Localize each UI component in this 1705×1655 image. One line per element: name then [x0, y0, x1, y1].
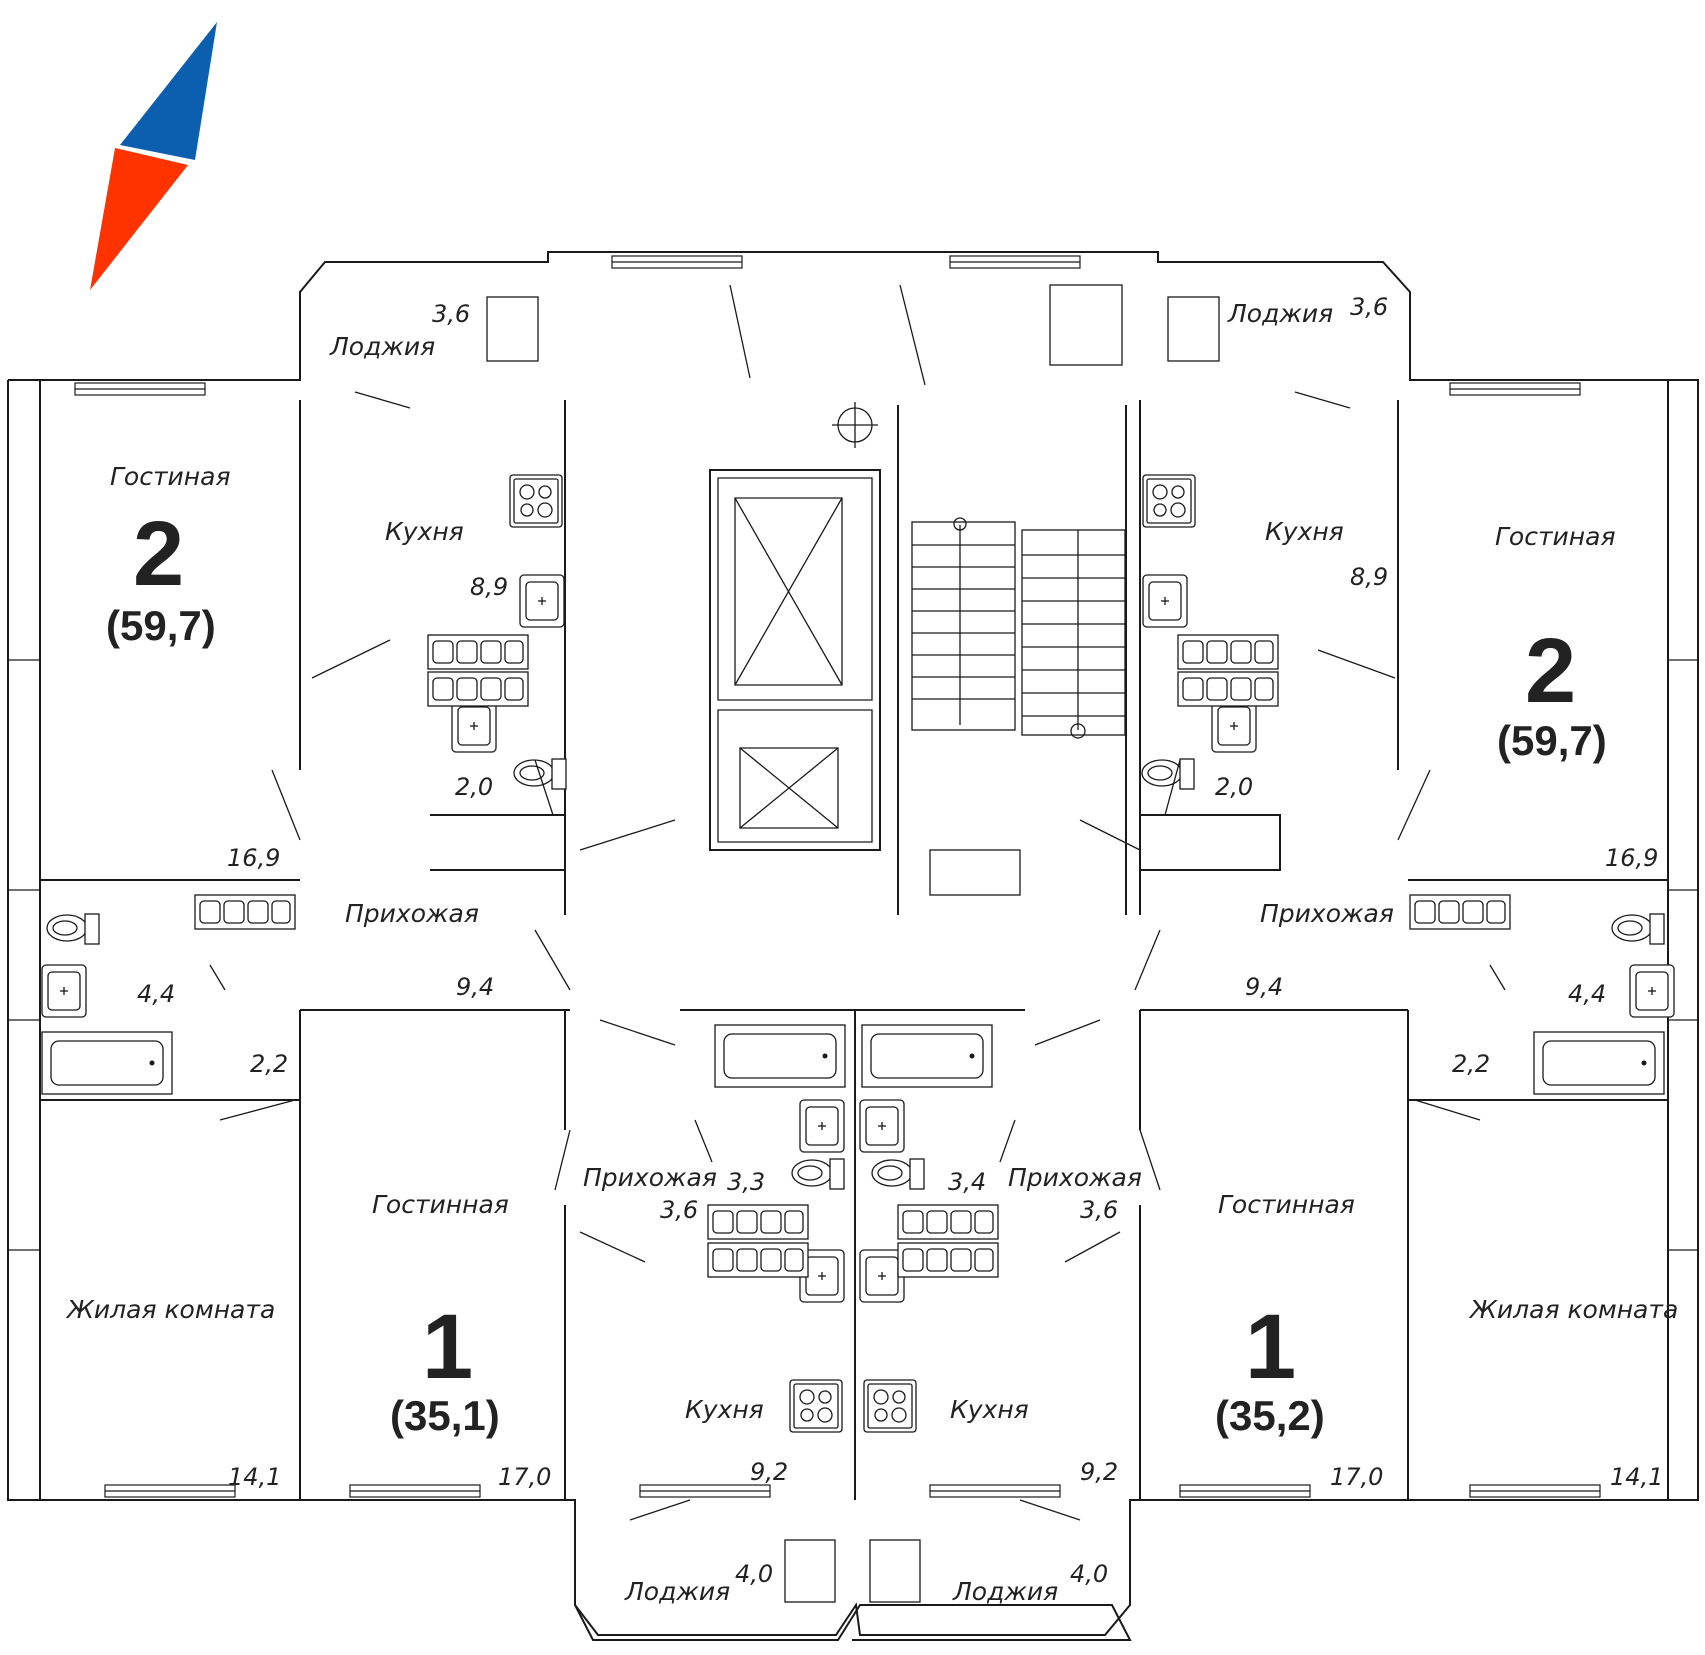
label-hall-ne: Прихожая: [1260, 899, 1394, 928]
apt-ne-total: (59,7): [1497, 717, 1607, 764]
area-ne-bedroom: 14,1: [1610, 1463, 1663, 1491]
shafts: [486, 284, 1220, 1603]
label-bedroom-sw: Жилая комната: [65, 1295, 275, 1324]
room-labels: Лоджия Лоджия Гостиная Гостиная Кухня Ку…: [65, 299, 1678, 1606]
area-values: 3,6 8,9 16,9 2,0 4,4 2,2 9,4 14,1 3,6 8,…: [137, 293, 1663, 1588]
area-nw-living: 16,9: [227, 844, 280, 872]
area-sw-loggia: 4,0: [735, 1560, 773, 1588]
apt-sw-rooms: 1: [422, 1296, 473, 1398]
label-kitchen-sw: Кухня: [685, 1395, 764, 1424]
apt-se-total: (35,2): [1215, 1392, 1325, 1439]
area-nw-loggia: 3,6: [432, 300, 470, 328]
label-living-sw: Гостинная: [372, 1190, 509, 1219]
stairs: [832, 402, 1126, 739]
building-walls: [7, 251, 1699, 1641]
label-living-nw: Гостиная: [110, 462, 230, 491]
area-ne-bath: 4,4: [1568, 980, 1606, 1008]
area-nw-closet: 2,2: [250, 1050, 288, 1078]
area-nw-kitchen: 8,9: [470, 573, 508, 601]
label-loggia-nw: Лоджия: [329, 332, 435, 361]
apartment-markers: 2 (59,7) 2 (59,7) 1 (35,1) 1 (35,2): [106, 503, 1607, 1439]
compass-north: [120, 22, 217, 160]
apt-nw-rooms: 2: [133, 503, 184, 605]
area-nw-wc: 2,0: [455, 773, 493, 801]
area-ne-living: 16,9: [1605, 844, 1658, 872]
apt-se-rooms: 1: [1245, 1296, 1296, 1398]
area-ne-wc: 2,0: [1215, 773, 1253, 801]
label-living-se: Гостинная: [1218, 1190, 1355, 1219]
area-sw-living: 17,0: [498, 1463, 551, 1491]
label-living-ne: Гостиная: [1495, 522, 1615, 551]
area-ne-kitchen: 8,9: [1350, 563, 1388, 591]
area-ne-hall: 9,4: [1245, 973, 1283, 1001]
area-sw-bath: 3,3: [727, 1168, 765, 1196]
area-ne-closet: 2,2: [1452, 1050, 1490, 1078]
area-se-bath: 3,4: [948, 1168, 986, 1196]
label-loggia-sw: Лоджия: [624, 1577, 730, 1606]
compass-south: [90, 148, 188, 290]
area-se-kitchen: 9,2: [1080, 1458, 1118, 1486]
label-bedroom-se: Жилая комната: [1468, 1295, 1678, 1324]
area-sw-hall: 3,6: [660, 1196, 698, 1224]
label-loggia-se: Лоджия: [952, 1577, 1058, 1606]
area-se-loggia: 4,0: [1070, 1560, 1108, 1588]
label-hall-nw: Прихожая: [345, 899, 479, 928]
label-hall-se: Прихожая: [1008, 1163, 1142, 1192]
door-swings: [209, 284, 1506, 1521]
area-se-living: 17,0: [1330, 1463, 1383, 1491]
label-kitchen-se: Кухня: [950, 1395, 1029, 1424]
area-nw-hall: 9,4: [456, 973, 494, 1001]
apt-nw-total: (59,7): [106, 602, 216, 649]
fixtures: [41, 474, 1675, 1433]
windows: [74, 255, 1601, 1498]
area-nw-bedroom: 14,1: [228, 1463, 281, 1491]
area-se-hall: 3,6: [1080, 1196, 1118, 1224]
area-nw-bath: 4,4: [137, 980, 175, 1008]
label-loggia-ne: Лоджия: [1227, 299, 1333, 328]
compass-icon: [90, 22, 217, 290]
interior-walls: [40, 400, 1668, 1500]
label-kitchen-nw: Кухня: [385, 517, 464, 546]
apt-sw-total: (35,1): [390, 1392, 500, 1439]
apt-ne-rooms: 2: [1525, 620, 1576, 722]
area-ne-loggia: 3,6: [1350, 293, 1388, 321]
area-sw-kitchen: 9,2: [750, 1458, 788, 1486]
label-kitchen-ne: Кухня: [1265, 517, 1344, 546]
label-hall-sw: Прихожая: [583, 1163, 717, 1192]
